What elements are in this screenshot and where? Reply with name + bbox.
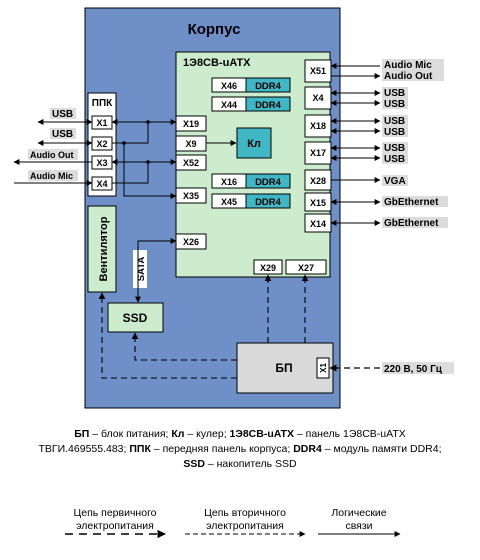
svg-text:DDR4: DDR4 (255, 81, 282, 92)
port-x18 (304, 114, 332, 138)
legend-primary-label: Цепь первичного электропитания (73, 507, 157, 532)
svg-text:X16: X16 (221, 177, 237, 187)
svg-text:X19: X19 (183, 119, 199, 129)
svg-text:X52: X52 (183, 158, 199, 168)
left-connections (13, 119, 177, 199)
caption-line: ТВГИ.469555.483; ППК – передняя панель к… (38, 443, 442, 455)
memory-x46: X46 DDR4 (211, 77, 291, 93)
svg-text:X4: X4 (312, 93, 323, 103)
svg-text:USB: USB (52, 129, 73, 140)
right-connections (330, 63, 381, 226)
port-x51 (304, 59, 332, 83)
caption-line: БП – блок питания; Кл – кулер; 1Э8СВ-uAT… (74, 428, 406, 440)
svg-text:Audio Out: Audio Out (384, 71, 433, 82)
ssd-box (107, 302, 164, 333)
svg-text:Audio Mic: Audio Mic (384, 60, 432, 71)
legend-secondary-label: Цепь вторичного электропитания (204, 507, 286, 532)
svg-text:X26: X26 (183, 237, 199, 247)
svg-text:X46: X46 (221, 81, 237, 91)
svg-text:X3: X3 (96, 158, 107, 168)
svg-text:USB: USB (384, 116, 405, 127)
svg-text:USB: USB (52, 109, 73, 120)
svg-text:X28: X28 (310, 176, 326, 186)
svg-text:VGA: VGA (384, 176, 406, 187)
svg-text:USB: USB (384, 127, 405, 138)
svg-text:X9: X9 (185, 139, 196, 149)
svg-text:X35: X35 (183, 191, 199, 201)
right-labels: Audio Mic Audio Out USB USB USB USB USB … (382, 59, 448, 229)
svg-text:X2: X2 (96, 139, 107, 149)
svg-text:DDR4: DDR4 (255, 177, 282, 188)
cooler-label: Кл (247, 138, 261, 150)
psu-port-label: X1 (319, 363, 328, 373)
svg-text:Audio Out: Audio Out (30, 150, 74, 160)
ssd-label: SSD (123, 311, 148, 325)
memory-x44: X44 DDR4 (211, 96, 291, 112)
diagram-caption: БП – блок питания; Кл – кулер; 1Э8СВ-uAT… (0, 427, 480, 472)
svg-text:X17: X17 (310, 148, 326, 158)
case-title: Корпус (188, 21, 241, 38)
svg-text:USB: USB (384, 143, 405, 154)
legend-logical-label: Логические связи (331, 507, 387, 532)
svg-text:X29: X29 (260, 263, 276, 273)
svg-text:X1: X1 (96, 118, 107, 128)
port-x17 (304, 141, 332, 165)
power-input-label: 220 В, 50 Гц (384, 364, 443, 375)
svg-text:X4: X4 (96, 179, 107, 189)
svg-text:DDR4: DDR4 (255, 100, 282, 111)
memory-x45: X45 DDR4 (211, 193, 291, 209)
port-x27 (285, 259, 327, 275)
fan-label: Вентилятор (98, 216, 110, 281)
svg-text:GbEthernet: GbEthernet (384, 197, 439, 208)
svg-text:DDR4: DDR4 (255, 197, 282, 208)
svg-text:GbEthernet: GbEthernet (384, 218, 439, 229)
ppk-label: ППК (92, 98, 113, 109)
psu-label: БП (275, 361, 292, 375)
svg-text:Audio Mic: Audio Mic (30, 171, 73, 181)
port-x4 (304, 86, 332, 110)
svg-text:X14: X14 (310, 219, 326, 229)
sata-link (135, 238, 177, 303)
memory-x16: X16 DDR4 (211, 173, 291, 189)
board-title: 1Э8СВ-uATX (183, 57, 251, 69)
fan-box (87, 205, 117, 293)
svg-text:USB: USB (384, 99, 405, 110)
caption-line: SSD – накопитель SSD (183, 458, 297, 470)
psu-port-x1 (316, 357, 330, 379)
svg-text:USB: USB (384, 88, 405, 99)
svg-text:X51: X51 (310, 66, 326, 76)
secondary-power (98, 274, 309, 379)
svg-text:X45: X45 (221, 197, 237, 207)
svg-text:X18: X18 (310, 121, 326, 131)
cooler-box (236, 127, 272, 159)
port-x29 (253, 259, 283, 275)
left-labels: USB USB Audio Out Audio Mic (28, 108, 78, 181)
svg-text:X15: X15 (310, 198, 326, 208)
svg-text:X44: X44 (221, 100, 237, 110)
svg-text:USB: USB (384, 154, 405, 165)
svg-text:X27: X27 (298, 263, 314, 273)
